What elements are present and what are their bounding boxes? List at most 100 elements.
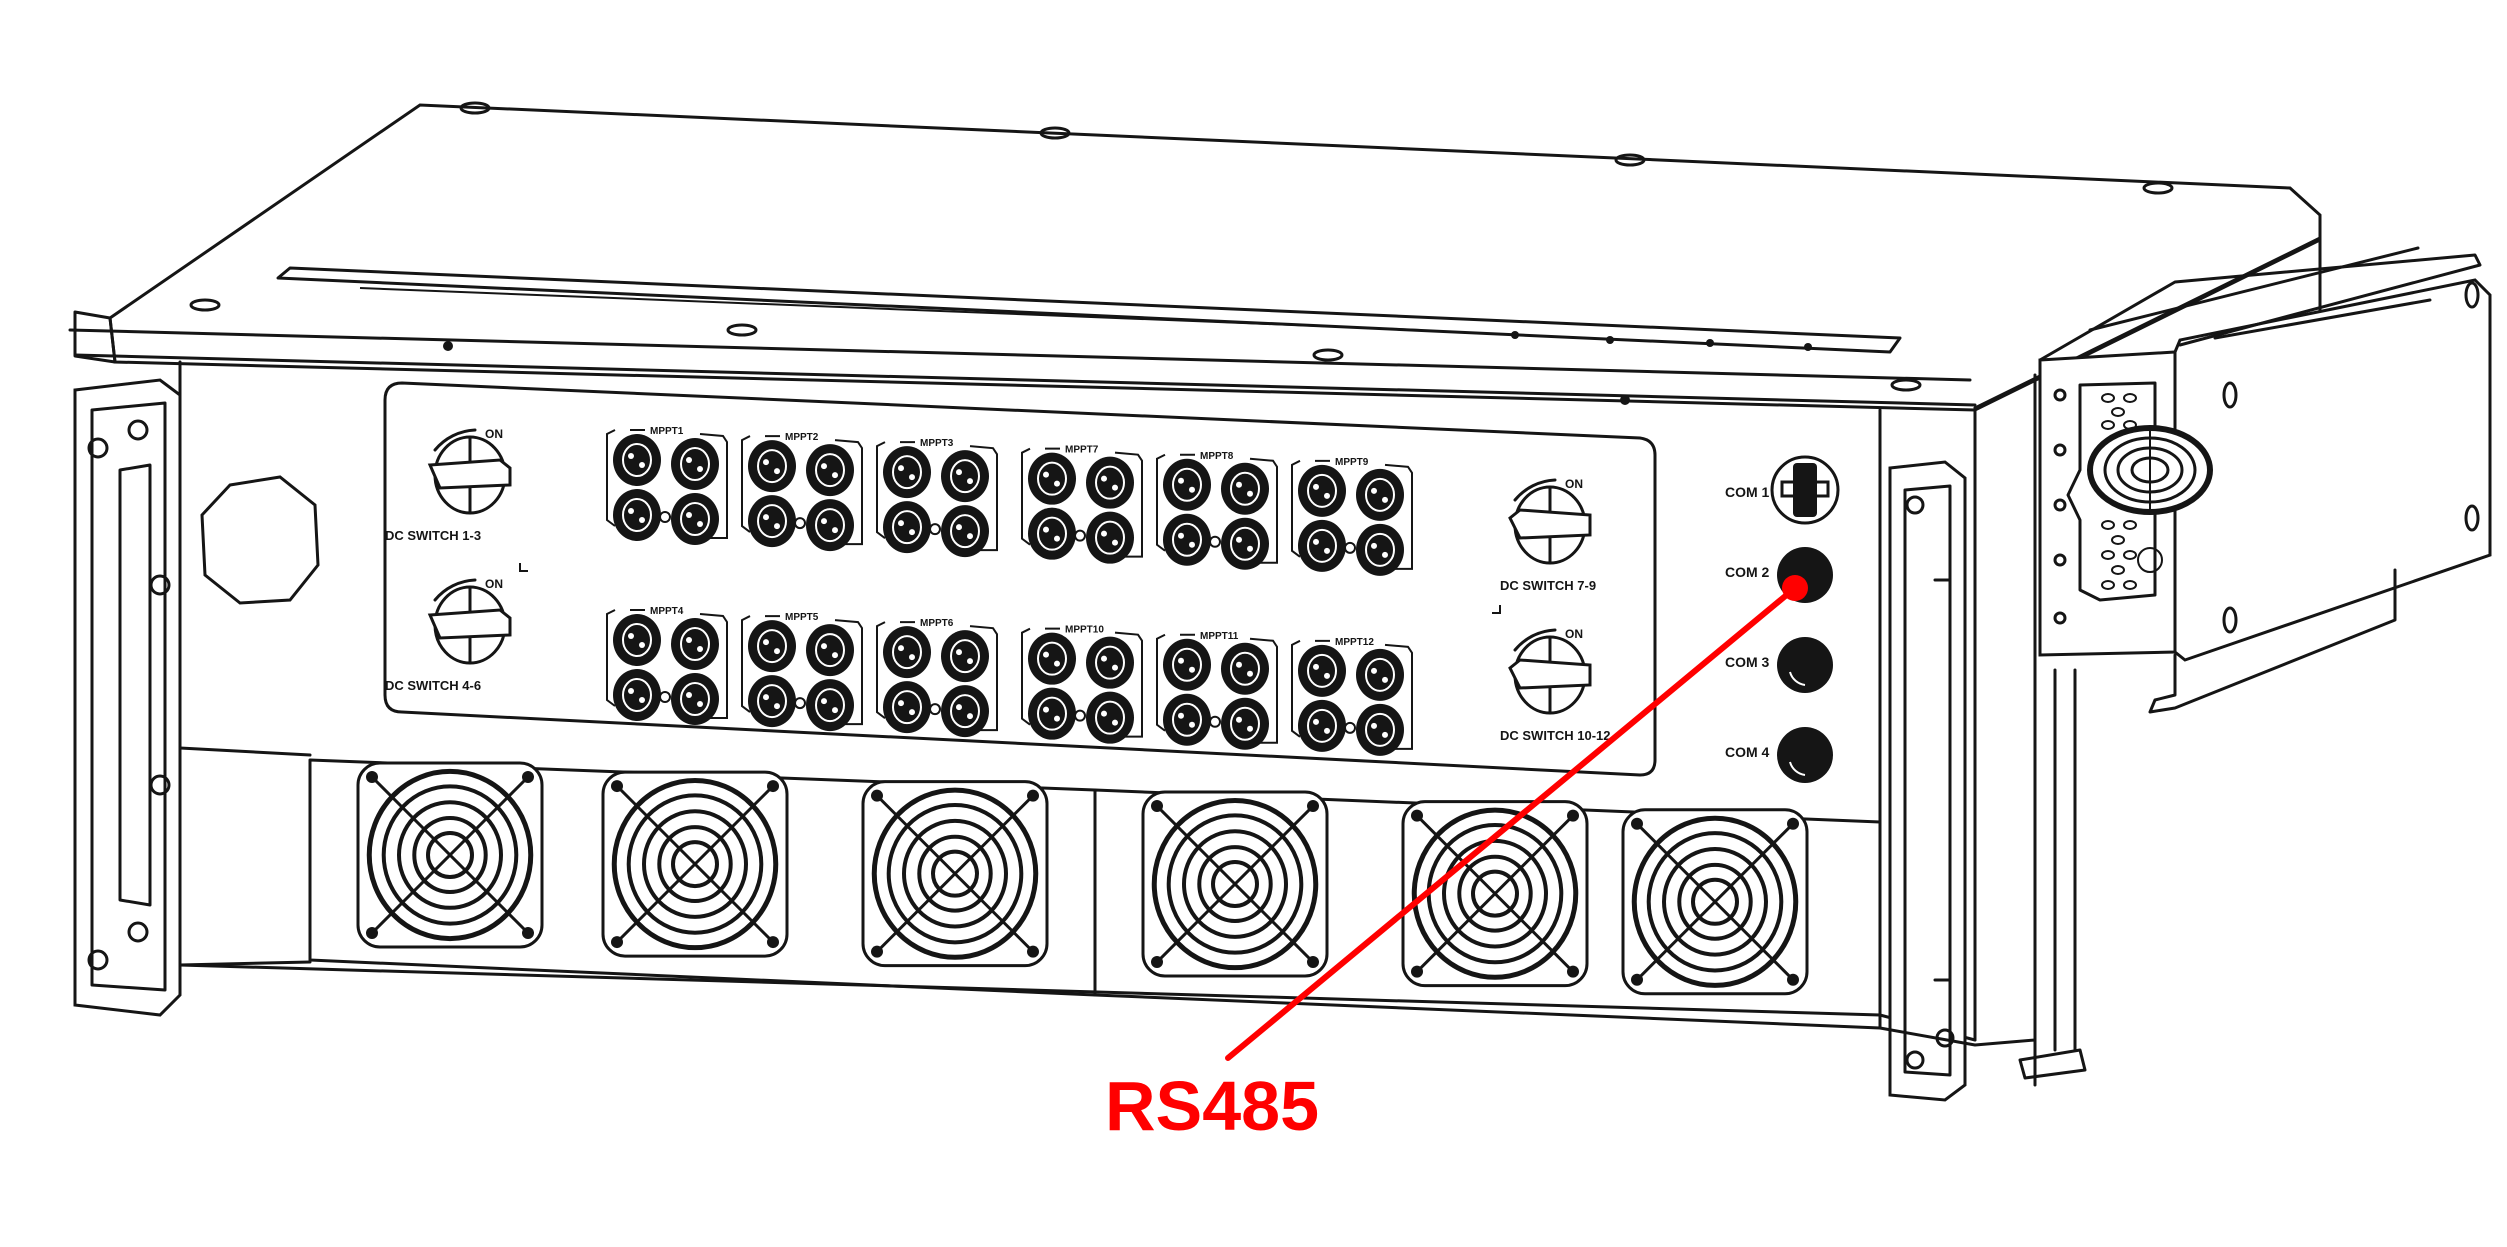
pv-positive-connector[interactable] — [671, 438, 719, 490]
pv-positive-connector[interactable] — [1086, 456, 1134, 509]
pv-positive-connector[interactable] — [941, 630, 989, 683]
pv-positive-connector[interactable] — [1356, 648, 1404, 701]
mppt-label: MPPT8 — [1200, 451, 1234, 462]
vent-hole — [2123, 550, 2137, 560]
dc-switch-4-6[interactable]: ON DC SWITCH 4-6 — [385, 577, 512, 693]
com-port-label: COM 1 — [1725, 484, 1770, 500]
dc-switch-label: DC SWITCH 10-12 — [1500, 728, 1611, 743]
pv-negative-connector[interactable] — [1163, 513, 1211, 566]
mppt-label: MPPT12 — [1335, 637, 1374, 648]
rs485-callout: RS485 — [1105, 575, 1808, 1145]
mppt-label: MPPT1 — [650, 426, 684, 437]
pv-negative-connector[interactable] — [929, 505, 989, 558]
pv-negative-connector[interactable] — [1209, 697, 1269, 750]
com-port-2[interactable]: COM 2 — [1725, 547, 1833, 603]
pv-positive-connector[interactable] — [1356, 468, 1404, 521]
mppt-label: MPPT6 — [920, 618, 954, 629]
vent-hole — [2101, 550, 2115, 560]
mppt-group: MPPT2 — [741, 432, 863, 552]
pv-negative-connector[interactable] — [1344, 703, 1404, 756]
vent-hole — [2101, 520, 2115, 530]
top-screws — [189, 101, 2174, 405]
pv-negative-connector[interactable] — [1074, 691, 1134, 744]
pv-positive-connector[interactable] — [1163, 638, 1211, 691]
pv-positive-connector[interactable] — [748, 620, 796, 673]
com-port-3[interactable]: COM 3 — [1725, 637, 1833, 693]
dc-switch-10-12[interactable]: ON DC SWITCH 10-12 — [1500, 627, 1611, 743]
cooling-fan — [1401, 800, 1589, 988]
vent-hole — [2123, 393, 2137, 403]
mppt-group: MPPT12 — [1291, 637, 1413, 756]
ac-wiring-box — [2018, 246, 2492, 1080]
octagonal-port-cover — [200, 475, 320, 605]
mppt-group: MPPT3 — [876, 438, 998, 558]
on-label: ON — [1565, 477, 1583, 491]
pv-positive-connector[interactable] — [1028, 632, 1076, 685]
pv-positive-connector[interactable] — [748, 440, 796, 493]
mppt-label: MPPT4 — [650, 606, 684, 617]
on-label: ON — [485, 577, 503, 591]
pv-positive-connector[interactable] — [671, 618, 719, 670]
pv-positive-connector[interactable] — [1163, 458, 1211, 511]
pv-positive-connector[interactable] — [806, 624, 854, 677]
pv-negative-connector[interactable] — [1298, 699, 1346, 752]
pv-negative-connector[interactable] — [1028, 687, 1076, 740]
on-label: ON — [485, 427, 503, 441]
pv-positive-connector[interactable] — [941, 450, 989, 503]
pv-negative-connector[interactable] — [659, 673, 719, 725]
fan-section — [178, 746, 1882, 1030]
mppt-group: MPPT11 — [1156, 631, 1278, 750]
com-port-label: COM 3 — [1725, 654, 1770, 670]
com-port-4[interactable]: COM 4 — [1725, 727, 1833, 783]
mppt-label: MPPT11 — [1200, 631, 1239, 642]
dc-switch-7-9[interactable]: ON DC SWITCH 7-9 — [1500, 477, 1596, 593]
pv-negative-connector[interactable] — [794, 499, 854, 552]
pv-negative-connector[interactable] — [883, 501, 931, 554]
pv-negative-connector[interactable] — [748, 495, 796, 548]
pv-negative-connector[interactable] — [883, 681, 931, 734]
pv-positive-connector[interactable] — [613, 614, 661, 666]
dc-switch-1-3[interactable]: ON DC SWITCH 1-3 — [385, 427, 512, 543]
left-handle — [73, 378, 182, 1017]
cooling-fan — [861, 780, 1049, 968]
vent-hole — [2101, 393, 2115, 403]
pv-negative-connector[interactable] — [1344, 523, 1404, 576]
pv-positive-connector[interactable] — [883, 446, 931, 499]
mppt-connector-groups: MPPT1MPPT2MPPT3MPPT7MPPT8MPPT9MPPT4MPPT5… — [606, 426, 1413, 756]
com-port-label: COM 2 — [1725, 564, 1770, 580]
pv-positive-connector[interactable] — [1028, 452, 1076, 505]
pv-positive-connector[interactable] — [806, 444, 854, 497]
cooling-fan — [356, 761, 544, 949]
pv-positive-connector[interactable] — [1298, 464, 1346, 517]
com-port-label: COM 4 — [1725, 744, 1770, 760]
pv-negative-connector[interactable] — [1028, 507, 1076, 560]
mppt-group: MPPT5 — [741, 612, 863, 732]
pv-negative-connector[interactable] — [613, 489, 661, 541]
cooling-fan — [601, 770, 789, 958]
mppt-group: MPPT9 — [1291, 457, 1413, 576]
callout-anchor-dot — [1782, 575, 1808, 601]
callout-leader-line — [1225, 585, 1798, 1061]
pv-negative-connector[interactable] — [929, 685, 989, 738]
pv-negative-connector[interactable] — [794, 679, 854, 732]
pv-positive-connector[interactable] — [613, 434, 661, 486]
dc-input-panel — [383, 381, 1657, 777]
pv-positive-connector[interactable] — [1221, 462, 1269, 515]
pv-negative-connector[interactable] — [1298, 519, 1346, 572]
vent-hole — [2101, 420, 2115, 430]
com-port-1[interactable]: COM 1 — [1725, 455, 1840, 525]
on-label: ON — [1565, 627, 1583, 641]
pv-negative-connector[interactable] — [1209, 517, 1269, 570]
pv-positive-connector[interactable] — [1298, 644, 1346, 697]
pv-negative-connector[interactable] — [613, 669, 661, 721]
pv-negative-connector[interactable] — [748, 675, 796, 728]
mppt-label: MPPT9 — [1335, 457, 1369, 468]
pv-negative-connector[interactable] — [659, 493, 719, 545]
pv-negative-connector[interactable] — [1074, 511, 1134, 564]
vent-hole — [2123, 520, 2137, 530]
pv-positive-connector[interactable] — [1086, 636, 1134, 689]
pv-negative-connector[interactable] — [1163, 693, 1211, 746]
inverter-enclosure — [68, 101, 2322, 1087]
pv-positive-connector[interactable] — [883, 626, 931, 679]
pv-positive-connector[interactable] — [1221, 642, 1269, 695]
